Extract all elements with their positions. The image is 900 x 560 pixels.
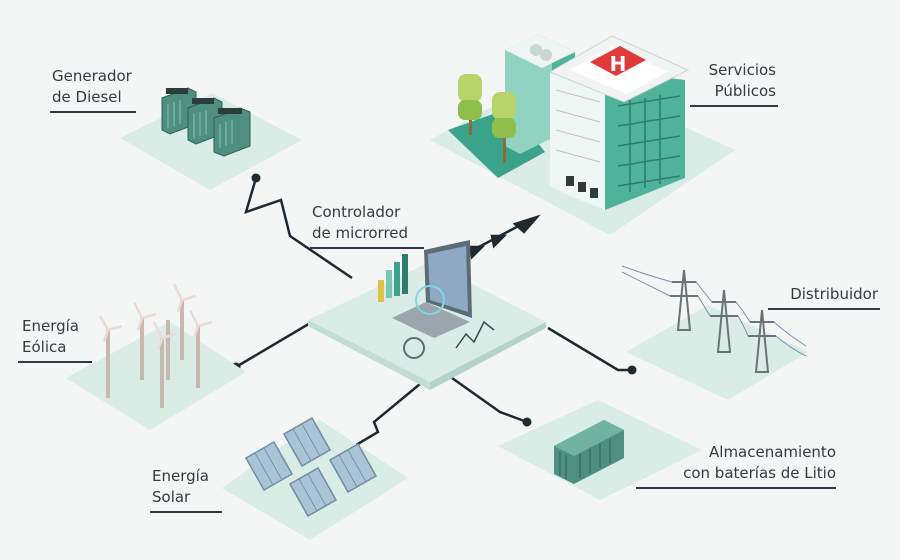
label-solar-line2: Solar bbox=[152, 488, 191, 506]
label-generador-line1: Generador bbox=[52, 67, 132, 85]
hospital-building-icon: H bbox=[430, 34, 735, 235]
laptop-controller-icon bbox=[308, 240, 546, 390]
label-controlador-line1: Controlador bbox=[312, 203, 401, 221]
connector-almacenamiento bbox=[451, 376, 528, 424]
connector-generador bbox=[244, 177, 353, 280]
connector-solar bbox=[350, 383, 421, 450]
connector-distribuidor bbox=[547, 326, 632, 372]
tree-icon bbox=[458, 74, 482, 135]
label-controlador: Controlador de microrred bbox=[310, 202, 424, 249]
tree-icon bbox=[492, 92, 516, 163]
label-solar-rule bbox=[150, 511, 222, 513]
battery-container-icon bbox=[498, 400, 702, 500]
dot-generador bbox=[251, 173, 261, 183]
dot-almacenamiento bbox=[522, 417, 532, 427]
label-generador-line2: de Diesel bbox=[52, 88, 122, 106]
label-distribuidor-rule bbox=[768, 308, 880, 310]
connectors bbox=[235, 177, 632, 450]
label-almacenamiento-line2: con baterías de Litio bbox=[683, 464, 836, 482]
label-distribuidor-line1: Distribuidor bbox=[790, 285, 878, 303]
dot-distribuidor bbox=[627, 365, 637, 375]
label-almacenamiento: Almacenamiento con baterías de Litio bbox=[636, 442, 836, 489]
label-almacenamiento-line1: Almacenamiento bbox=[709, 443, 836, 461]
label-controlador-line2: de microrred bbox=[312, 224, 409, 242]
label-servicios-rule bbox=[690, 105, 778, 107]
label-eolica-rule bbox=[18, 361, 92, 363]
hospital-sign: H bbox=[610, 52, 627, 76]
label-eolica-line1: Energía bbox=[22, 317, 79, 335]
label-controlador-rule bbox=[310, 247, 424, 249]
label-servicios-line1: Servicios bbox=[708, 61, 776, 79]
label-servicios-line2: Públicos bbox=[714, 82, 776, 100]
label-eolica: Energía Eólica bbox=[18, 316, 92, 363]
label-distribuidor: Distribuidor bbox=[768, 284, 880, 310]
label-solar-line1: Energía bbox=[152, 467, 209, 485]
label-almacenamiento-rule bbox=[636, 487, 836, 489]
diesel-generator-icon bbox=[120, 87, 302, 190]
label-solar: Energía Solar bbox=[150, 466, 222, 513]
label-eolica-line2: Eólica bbox=[22, 338, 67, 356]
connector-eolica bbox=[235, 320, 313, 369]
power-tower-icon bbox=[621, 265, 808, 400]
label-servicios: Servicios Públicos bbox=[690, 60, 778, 107]
solar-panel-icon bbox=[222, 416, 408, 540]
wind-turbine-icon bbox=[66, 283, 246, 430]
label-generador-rule bbox=[50, 111, 136, 113]
label-generador: Generador de Diesel bbox=[50, 66, 138, 113]
